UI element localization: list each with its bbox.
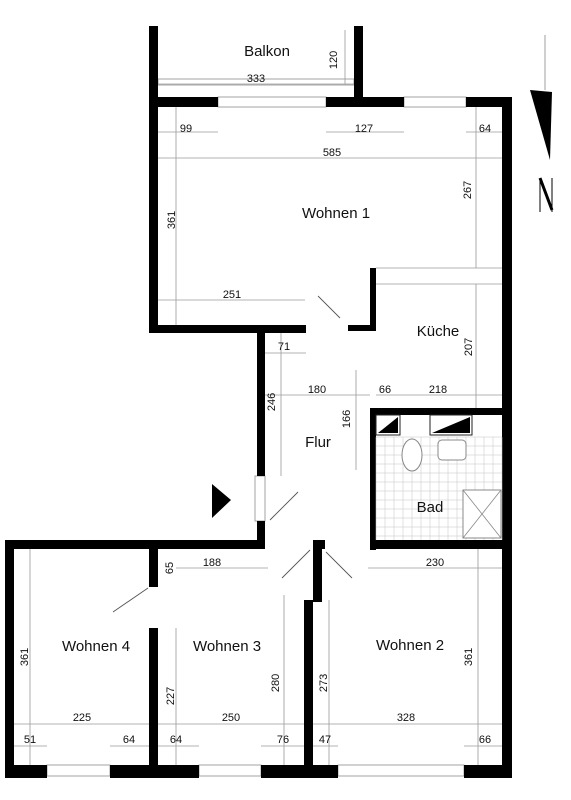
door-entry	[269, 491, 299, 521]
wall-w3-w2	[304, 600, 313, 778]
wall-kueche-left	[370, 268, 376, 331]
window-wohnen1-left	[217, 96, 327, 108]
north-arrow-icon	[530, 35, 554, 212]
dim-label: 280	[270, 674, 282, 692]
dimension-lines	[14, 30, 502, 765]
wall-left-outer	[5, 540, 14, 778]
wall-balcony-right	[354, 26, 363, 107]
dim-label: 585	[323, 147, 341, 159]
dim-label: 66	[479, 734, 491, 746]
dim-label: 65	[164, 562, 176, 574]
dim-label: 188	[203, 557, 221, 569]
dim-label: 333	[247, 73, 265, 85]
wall-w4-w3-lower	[149, 628, 158, 778]
dim-label: 76	[277, 734, 289, 746]
dim-label: 127	[355, 123, 373, 135]
wall-kueche-stub	[348, 325, 376, 331]
dim-label: 251	[223, 289, 241, 301]
window-wohnen4	[46, 764, 111, 777]
dim-label: 166	[341, 410, 353, 428]
windows	[46, 78, 467, 777]
toilet-tank-icon	[378, 417, 398, 433]
wall-bottom-rooms-top	[5, 540, 265, 549]
dim-label: 66	[379, 384, 391, 396]
room-label-bad: Bad	[417, 499, 444, 516]
door-wohnen1	[317, 295, 341, 319]
entrance-arrow-icon	[212, 484, 231, 518]
wall-right-outer	[502, 97, 512, 778]
wall-wohnen1-left	[149, 97, 158, 331]
wall-bad-top	[370, 408, 512, 415]
dim-label: 361	[166, 211, 178, 229]
window-wohnen1-right	[403, 96, 467, 108]
wall-flur-left-upper	[257, 330, 265, 476]
dim-label: 180	[308, 384, 326, 396]
wall-wohnen1-bottom	[149, 325, 306, 333]
wall-top-1	[149, 97, 218, 107]
bathroom-fixtures	[375, 414, 502, 539]
dim-label: 218	[429, 384, 447, 396]
wall-top-2	[326, 97, 404, 107]
wall-top-3	[466, 97, 512, 107]
room-label-wohnen1: Wohnen 1	[302, 205, 370, 222]
dim-label: 64	[479, 123, 491, 135]
room-label-flur: Flur	[305, 434, 331, 451]
dim-label: 273	[318, 674, 330, 692]
dim-label: 51	[24, 734, 36, 746]
wall-balcony-left	[149, 26, 158, 107]
room-label-wohnen2: Wohnen 2	[376, 637, 444, 654]
dim-label: 361	[19, 648, 31, 666]
toilet-icon	[401, 438, 423, 472]
wall-w2-door-jamb	[313, 540, 322, 602]
window-wohnen3	[198, 764, 262, 777]
room-label-wohnen3: Wohnen 3	[193, 638, 261, 655]
sink-icon	[437, 439, 467, 461]
dim-label: 120	[328, 51, 340, 69]
dimension-labels: 333 120 99 127 64 585 267 361 251 71 207…	[19, 51, 491, 746]
dim-label: 99	[180, 123, 192, 135]
doors	[112, 295, 353, 613]
door-wohnen2	[325, 551, 353, 579]
wall-bottom-3	[261, 765, 338, 778]
wall-w4-w3-upper	[149, 549, 158, 587]
wall-bad-bottom	[370, 540, 512, 549]
dim-label: 230	[426, 557, 444, 569]
dim-label: 71	[278, 341, 290, 353]
dim-label: 64	[123, 734, 135, 746]
dim-label: 267	[462, 181, 474, 199]
dim-label: 246	[266, 393, 278, 411]
room-label-kueche: Küche	[417, 323, 460, 340]
dim-label: 47	[319, 734, 331, 746]
wall-bottom-4	[464, 765, 512, 778]
walls	[5, 26, 512, 778]
wall-bad-left	[370, 408, 376, 550]
dim-label: 250	[222, 712, 240, 724]
wall-bottom-1	[5, 765, 47, 778]
dim-label: 225	[73, 712, 91, 724]
wall-flur-left-lower	[257, 521, 265, 549]
door-wohnen3	[281, 549, 311, 579]
dim-label: 328	[397, 712, 415, 724]
dim-label: 64	[170, 734, 182, 746]
room-label-wohnen4: Wohnen 4	[62, 638, 130, 655]
door-wohnen4	[112, 587, 149, 613]
dim-label: 361	[463, 648, 475, 666]
window-wohnen2	[337, 764, 465, 777]
window-flur	[254, 475, 266, 522]
dim-label: 227	[165, 687, 177, 705]
room-label-balkon: Balkon	[244, 43, 290, 60]
washbasin-icon	[432, 417, 470, 433]
wall-bottom-2	[110, 765, 199, 778]
dim-label: 207	[463, 338, 475, 356]
